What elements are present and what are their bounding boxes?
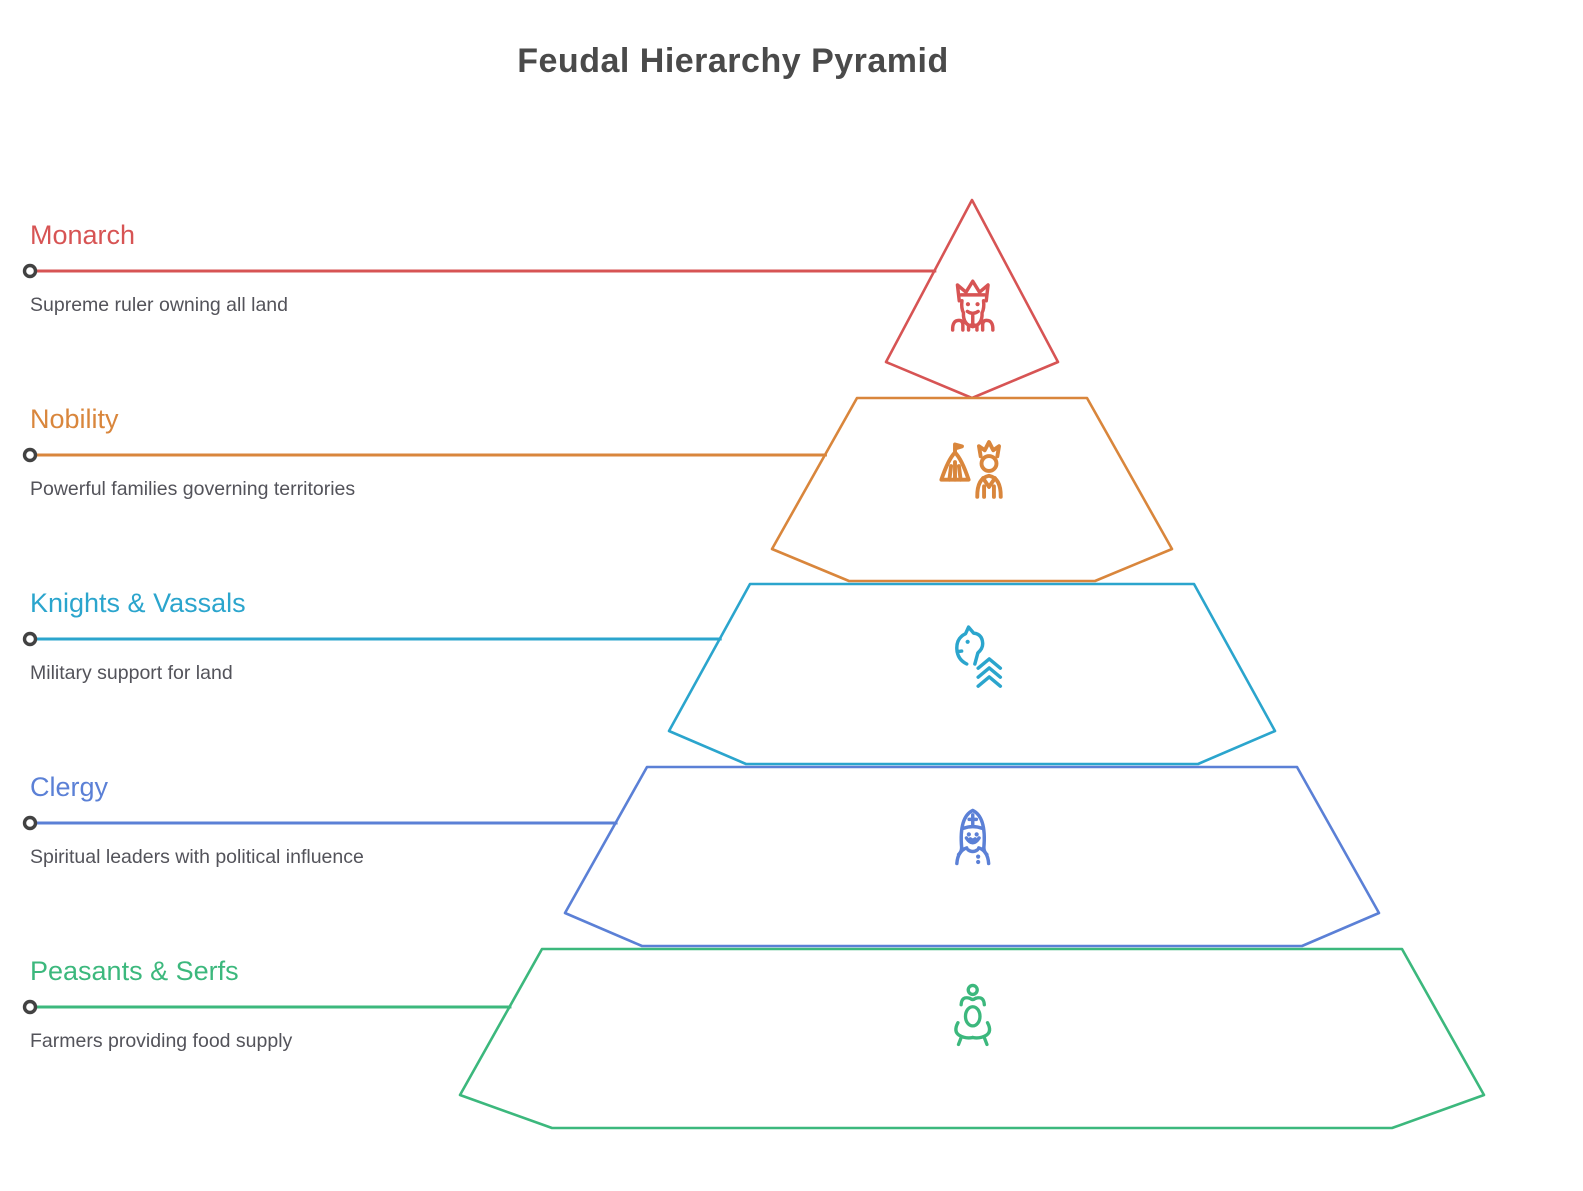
bishop-icon-part xyxy=(961,824,985,831)
noble-and-tent-icon xyxy=(939,440,1003,499)
king-icon-part xyxy=(965,309,980,316)
level-description: Supreme ruler owning all land xyxy=(30,294,288,316)
knight-chevrons-icon-part xyxy=(965,639,970,644)
farmer-care-icon-part xyxy=(954,1021,975,1040)
bishop-icon-part xyxy=(974,832,979,837)
noble-and-tent-icon-part xyxy=(979,454,999,473)
level-name: Peasants & Serfs xyxy=(30,956,239,986)
level-description: Farmers providing food supply xyxy=(30,1030,293,1052)
level-name: Monarch xyxy=(30,220,136,250)
connector-dot-peasants-serfs xyxy=(22,999,38,1015)
bishop-icon-part xyxy=(964,836,981,845)
connector-dot-monarch xyxy=(22,263,38,279)
pyramid-level-monarch xyxy=(884,198,1060,400)
knight-chevrons-icon-part xyxy=(976,675,1003,688)
level-label-monarch: Monarch Supreme ruler owning all land xyxy=(28,218,388,319)
pyramid-level-nobility xyxy=(770,396,1174,583)
level-name: Clergy xyxy=(30,772,109,802)
bishop-icon-part xyxy=(955,846,969,866)
pyramid-level-knights-vassals xyxy=(667,582,1277,766)
pyramid-level-clergy xyxy=(563,765,1381,948)
farmer-care-icon-part xyxy=(956,1035,964,1047)
level-label-clergy: Clergy Spiritual leaders with political … xyxy=(28,770,388,871)
king-icon-part xyxy=(966,323,979,332)
bishop-icon-part xyxy=(976,854,981,859)
bishop-icon-part xyxy=(977,846,991,866)
level-label-nobility: Nobility Powerful families governing ter… xyxy=(28,402,388,503)
connector-dot-knights-vassals xyxy=(22,631,38,647)
farmer-care-icon xyxy=(954,983,992,1047)
noble-and-tent-icon-part xyxy=(975,473,1003,499)
bishop-icon-part xyxy=(959,808,986,850)
king-icon-part xyxy=(975,302,980,307)
noble-and-tent-icon-part xyxy=(947,464,954,482)
farmer-care-icon-part xyxy=(982,1035,989,1047)
level-description: Spiritual leaders with political influen… xyxy=(30,846,364,868)
level-name: Nobility xyxy=(30,404,119,434)
level-name: Knights & Vassals xyxy=(30,588,246,618)
king-icon-part xyxy=(959,299,986,329)
connector-dot-nobility xyxy=(22,447,38,463)
level-label-peasants: Peasants & Serfs Farmers providing food … xyxy=(28,954,388,1055)
level-label-knights: Knights & Vassals Military support for l… xyxy=(28,586,388,687)
king-icon-part xyxy=(980,318,995,332)
king-icon-part xyxy=(955,279,990,303)
farmer-care-icon-part xyxy=(966,983,979,997)
bishop-icon-part xyxy=(976,859,981,865)
king-icon-part xyxy=(965,302,971,307)
king-icon xyxy=(950,279,995,332)
knight-chevrons-icon-part xyxy=(976,657,1003,670)
knight-chevrons-icon-part xyxy=(976,666,1003,679)
connector-dot-clergy xyxy=(22,815,38,831)
bishop-icon-part xyxy=(966,847,980,854)
farmer-care-icon-part xyxy=(968,996,978,1002)
page-title: Feudal Hierarchy Pyramid xyxy=(517,42,949,80)
knight-chevrons-icon xyxy=(955,625,1003,688)
knight-chevrons-icon-part xyxy=(955,625,985,666)
king-icon-part xyxy=(950,318,965,332)
bishop-icon xyxy=(955,808,991,866)
noble-and-tent-icon-part xyxy=(977,440,1001,459)
level-description: Military support for land xyxy=(30,662,233,684)
level-description: Powerful families governing territories xyxy=(30,478,356,500)
knight-chevrons-icon-part xyxy=(955,649,964,654)
noble-and-tent-icon-part xyxy=(956,464,963,482)
bishop-icon-part xyxy=(966,832,971,837)
noble-and-tent-icon-part xyxy=(981,476,997,489)
noble-and-tent-icon-part xyxy=(953,442,964,455)
farmer-care-icon-part xyxy=(963,1005,982,1028)
bishop-icon-part xyxy=(968,837,977,842)
farmer-care-icon-part xyxy=(971,1021,992,1040)
